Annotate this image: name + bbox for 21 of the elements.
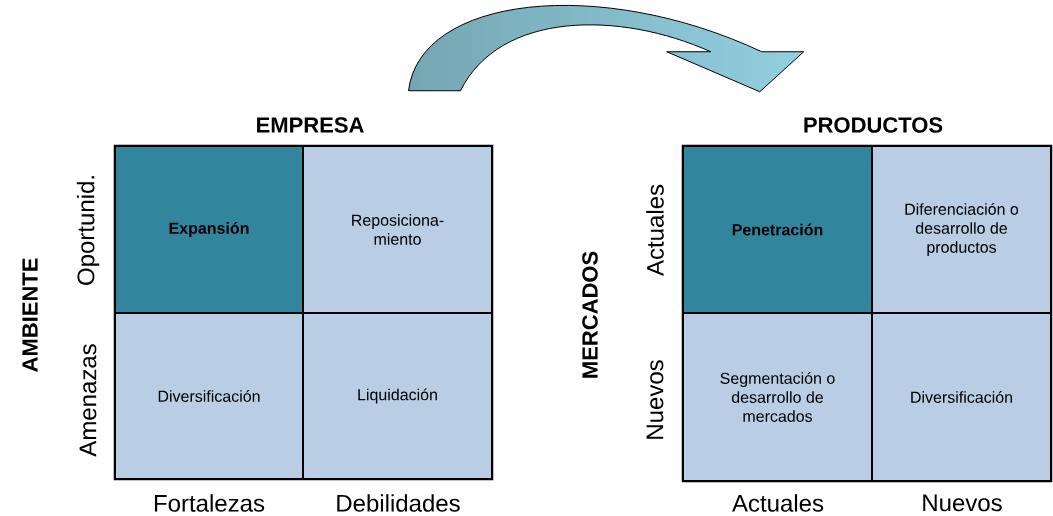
matrix-heading: PRODUCTOS bbox=[804, 117, 943, 133]
matrix-cell: Expansión bbox=[114, 145, 304, 314]
matrix-cell: Reposiciona- miento bbox=[302, 145, 493, 314]
axis-label: Actuales bbox=[646, 184, 664, 276]
matrix-cell: Penetración bbox=[682, 145, 873, 314]
axis-label: Debilidades bbox=[337, 494, 460, 512]
curved-arrow bbox=[408, 4, 805, 93]
matrix-cell: Diferenciación o desarrollo de productos bbox=[871, 145, 1052, 314]
axis-label: Nuevos bbox=[646, 360, 664, 439]
axis-title: AMBIENTE bbox=[22, 258, 38, 372]
axis-title: MERCADOS bbox=[582, 251, 598, 378]
matrix-heading: EMPRESA bbox=[257, 117, 364, 133]
axis-label: Fortalezas bbox=[154, 494, 265, 512]
matrix-cell: Diversificación bbox=[114, 312, 304, 480]
axis-label: Amenazas bbox=[79, 344, 97, 457]
matrix-cell: Segmentación o desarrollo de mercados bbox=[682, 312, 873, 482]
axis-label: Actuales bbox=[732, 494, 824, 512]
matrix-cell: Diversificación bbox=[871, 312, 1052, 482]
axis-label: Oportunid. bbox=[76, 176, 100, 285]
axis-label: Nuevos bbox=[923, 494, 1002, 512]
matrix-cell: Liquidación bbox=[302, 312, 493, 480]
